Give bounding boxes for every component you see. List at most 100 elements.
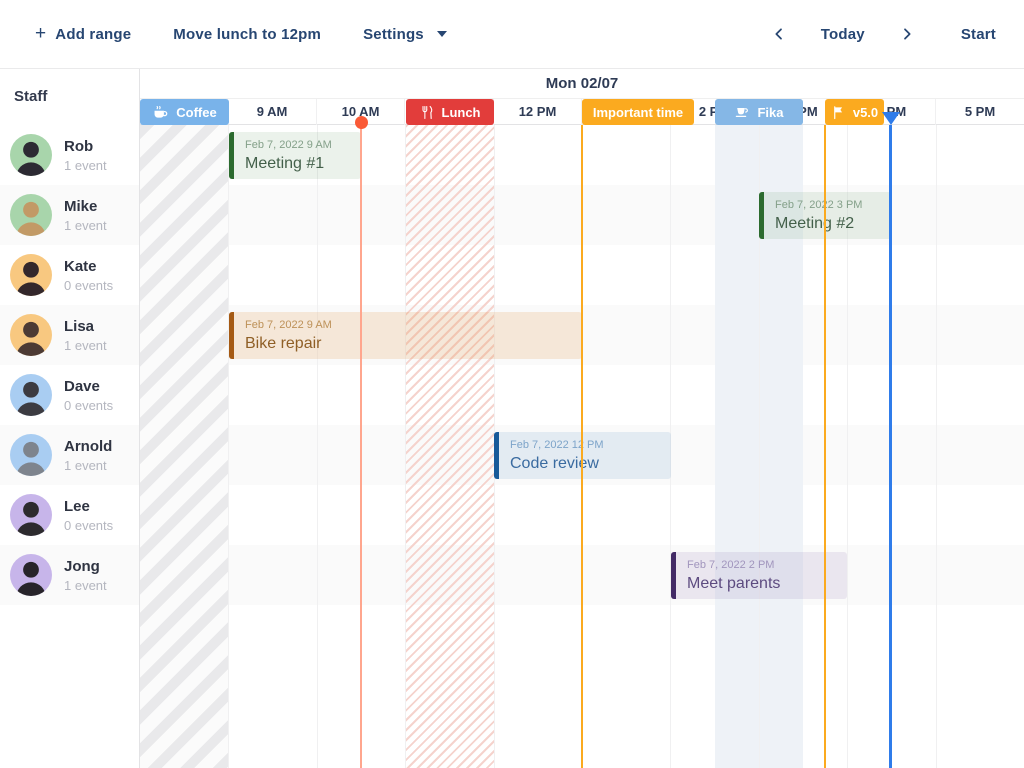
time-range-coffee[interactable]: Coffee <box>140 99 229 125</box>
hour-label: 10 AM <box>317 99 405 125</box>
event-date: Feb 7, 2022 2 PM <box>687 559 775 571</box>
hour-label: 5 PM <box>964 104 996 119</box>
staff-row-rob[interactable]: Rob 1 event <box>0 125 139 185</box>
grid-line <box>670 125 671 768</box>
staff-row-jong[interactable]: Jong 1 event <box>0 545 139 605</box>
avatar <box>10 494 52 536</box>
avatar <box>10 134 52 176</box>
staff-row-arnold[interactable]: Arnold 1 event <box>0 425 139 485</box>
settings-label: Settings <box>363 25 424 43</box>
fika-label: Fika <box>757 104 784 120</box>
event-title: Bike repair <box>245 335 322 352</box>
staff-name: Jong <box>64 558 100 575</box>
person-icon <box>16 321 46 356</box>
staff-event-count: 0 events <box>64 518 114 533</box>
staff-row-mike[interactable]: Mike 1 event <box>0 185 139 245</box>
move-lunch-button[interactable]: Move lunch to 12pm <box>173 26 321 43</box>
event-title: Meeting #2 <box>775 215 855 232</box>
event-date: Feb 7, 2022 3 PM <box>775 199 863 211</box>
event-date: Feb 7, 2022 12 PM <box>510 439 604 451</box>
time-range-lunch[interactable]: Lunch <box>406 99 494 125</box>
grid-line <box>317 125 318 768</box>
event-date: Feb 7, 2022 9 AM <box>245 139 332 151</box>
grid-line <box>759 125 760 768</box>
chevron-left-icon <box>775 28 782 40</box>
staff-event-count: 0 events <box>64 398 114 413</box>
staff-panel-title: Staff <box>14 88 48 105</box>
event-meet-parents[interactable]: Feb 7, 2022 2 PM Meet parents <box>671 552 847 599</box>
person-icon <box>16 261 46 296</box>
person-icon <box>16 381 46 416</box>
event-title: Meeting #1 <box>245 155 325 172</box>
staff-row-dave[interactable]: Dave 0 events <box>0 365 139 425</box>
person-icon <box>16 441 46 476</box>
avatar <box>10 194 52 236</box>
caret-down-icon <box>436 31 447 37</box>
today-label: Today <box>820 25 865 43</box>
next-button[interactable] <box>895 26 919 42</box>
morning-line-dot[interactable] <box>355 116 368 129</box>
event-date: Feb 7, 2022 9 AM <box>245 319 332 331</box>
grid-line <box>405 125 406 768</box>
v50-label: v5.0 <box>852 104 879 120</box>
move-lunch-label: Move lunch to 12pm <box>173 25 322 43</box>
start-button[interactable]: Start <box>961 26 996 43</box>
coffee-cup-icon <box>154 105 168 118</box>
staff-name: Kate <box>64 258 97 275</box>
staff-row-kate[interactable]: Kate 0 events <box>0 245 139 305</box>
lunch-label: Lunch <box>441 104 481 120</box>
event-title: Meet parents <box>687 575 781 592</box>
toolbar-right-group: Today Start <box>767 26 1024 43</box>
add-range-button[interactable]: + Add range <box>35 22 132 44</box>
time-range-important[interactable]: Important time <box>582 99 694 125</box>
event-title: Code review <box>510 455 599 472</box>
settings-button[interactable]: Settings <box>363 26 447 43</box>
today-button[interactable]: Today <box>821 26 865 43</box>
avatar <box>10 314 52 356</box>
morning-line <box>360 125 362 768</box>
person-icon <box>16 201 46 236</box>
staff-name: Arnold <box>64 438 113 455</box>
event-bike-repair[interactable]: Feb 7, 2022 9 AM Bike repair <box>229 312 582 359</box>
flag-icon <box>833 105 842 119</box>
important-time-line <box>581 125 583 768</box>
time-range-v50[interactable]: v5.0 <box>825 99 884 125</box>
staff-rows: Rob 1 event Mike 1 event Kate 0 events <box>0 125 139 605</box>
fork-knife-icon <box>421 105 432 119</box>
time-axis: 8 AM 9 AM 10 AM 11 AM 12 PM 1 PM 2 PM 3 … <box>140 99 1024 125</box>
event-color-bar <box>229 312 234 359</box>
staff-event-count: 1 event <box>64 338 107 353</box>
avatar <box>10 554 52 596</box>
coffee-label: Coffee <box>176 104 217 120</box>
staff-name: Rob <box>64 138 94 155</box>
event-meeting-1[interactable]: Feb 7, 2022 9 AM Meeting #1 <box>229 132 361 179</box>
add-range-label: Add range <box>55 25 132 43</box>
event-color-bar <box>671 552 676 599</box>
staff-name: Lee <box>64 498 90 515</box>
person-icon <box>16 501 46 536</box>
staff-event-count: 1 event <box>64 578 107 593</box>
prev-button[interactable] <box>767 26 791 42</box>
person-icon <box>16 561 46 596</box>
staff-event-count: 1 event <box>64 458 107 473</box>
staff-row-lisa[interactable]: Lisa 1 event <box>0 305 139 365</box>
grid-line <box>847 125 848 768</box>
coffee-hatch-column <box>140 125 229 768</box>
chevron-right-icon <box>903 28 911 40</box>
plus-icon: + <box>35 22 47 44</box>
time-range-fika[interactable]: Fika <box>715 99 803 125</box>
v50-line <box>824 125 826 768</box>
day-header: Mon 02/07 <box>140 69 1024 99</box>
current-time-arrow[interactable] <box>882 112 900 125</box>
start-label: Start <box>960 25 996 43</box>
staff-event-count: 1 event <box>64 158 107 173</box>
grid-line <box>936 125 937 768</box>
staff-name: Dave <box>64 378 100 395</box>
staff-event-count: 1 event <box>64 218 107 233</box>
lunch-stripe-column <box>406 125 494 768</box>
hour-label: 9 AM <box>228 99 317 125</box>
staff-panel: Staff Rob 1 event Mike 1 event <box>0 69 140 768</box>
important-time-label: Important time <box>592 104 684 120</box>
staff-row-lee[interactable]: Lee 0 events <box>0 485 139 545</box>
